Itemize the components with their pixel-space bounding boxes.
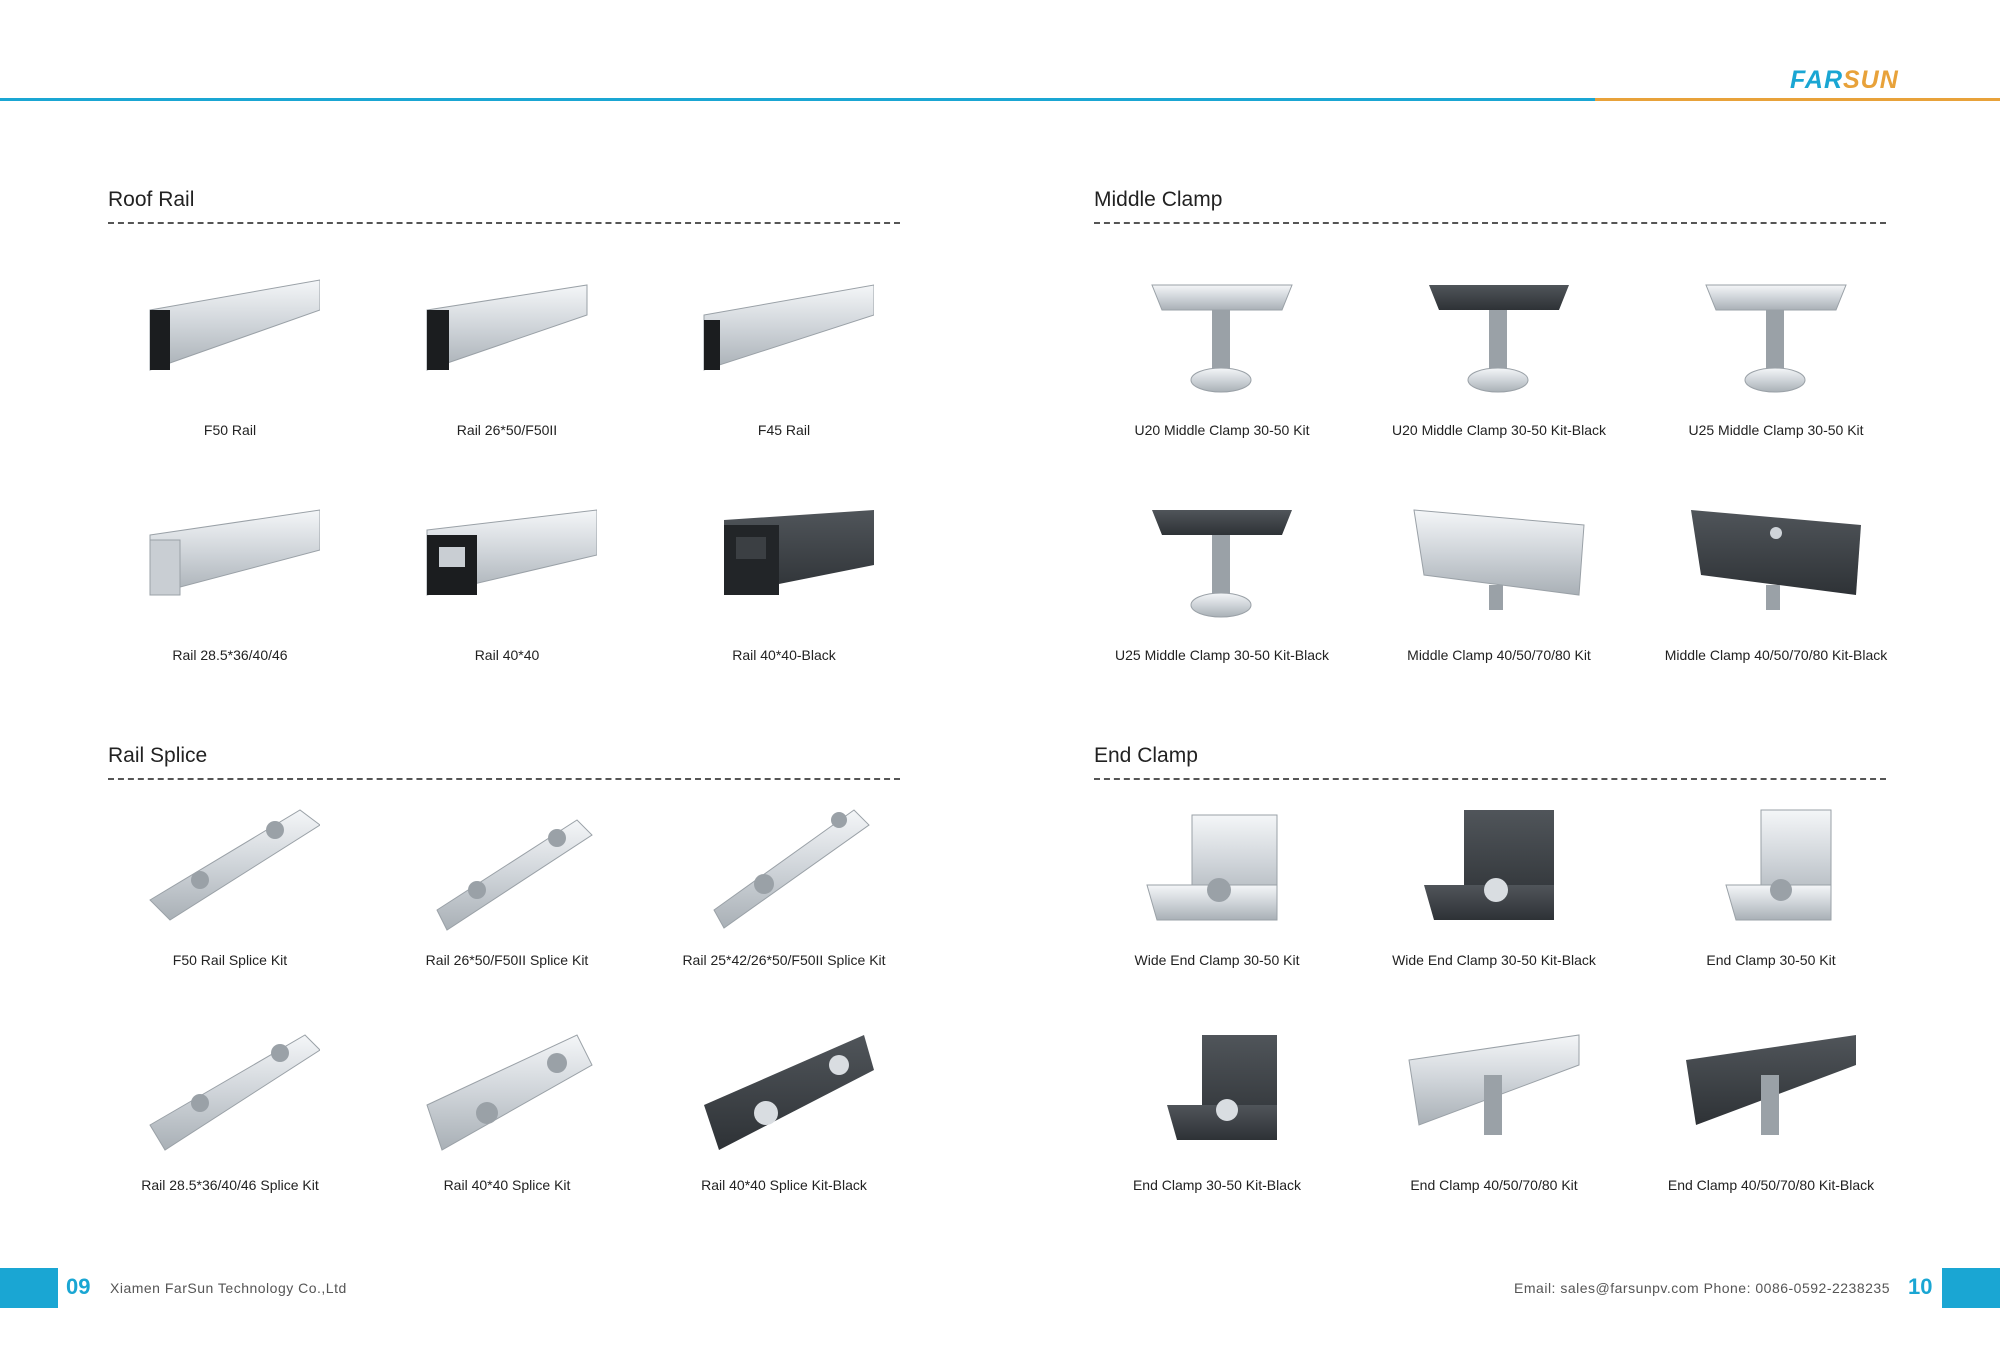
splice-image [704,1035,874,1150]
dashed-divider [108,222,900,224]
dashed-divider [1094,778,1886,780]
clamp-image [1424,810,1554,920]
dashed-divider [108,778,900,780]
dashed-divider [1094,222,1886,224]
product-u20-middle-clamp: U20 Middle Clamp 30-50 Kit [1087,270,1357,470]
product-caption: Rail 25*42/26*50/F50II Splice Kit [682,952,886,968]
product-rail-40x40: Rail 40*40 [372,495,642,695]
product-rail-26-50: Rail 26*50/F50II [372,270,642,470]
clamp-image [1725,809,1832,921]
clamp-image [1429,285,1569,393]
product-end-clamp-40-80-black: End Clamp 40/50/70/80 Kit-Black [1636,1025,1906,1225]
farsun-logo: FARSUN [1790,66,1899,94]
product-caption: Rail 40*40-Black [732,647,836,663]
product-caption: Middle Clamp 40/50/70/80 Kit-Black [1664,647,1888,663]
rail-image [724,510,874,595]
product-u25-middle-clamp-black: U25 Middle Clamp 30-50 Kit-Black [1087,495,1357,695]
product-middle-clamp-40-80-black: Middle Clamp 40/50/70/80 Kit-Black [1641,495,1911,695]
product-caption: F50 Rail Splice Kit [172,952,288,968]
product-caption: Rail 40*40 Splice Kit [443,1177,571,1193]
product-caption: Rail 40*40 Splice Kit-Black [701,1177,867,1193]
clamp-image [1146,814,1278,921]
page-number-left: 09 [66,1274,91,1299]
product-rail-28: Rail 28.5*36/40/46 [95,495,365,695]
product-rail-26-50-splice: Rail 26*50/F50II Splice Kit [372,800,642,1000]
product-caption: Wide End Clamp 30-50 Kit [1134,952,1300,968]
footer-contact: Email: sales@farsunpv.com Phone: 0086-05… [1514,1280,1890,1296]
splice-image [149,1034,320,1151]
product-end-clamp-black: End Clamp 30-50 Kit-Black [1082,1025,1352,1225]
product-middle-clamp-40-80: Middle Clamp 40/50/70/80 Kit [1364,495,1634,695]
product-caption: U20 Middle Clamp 30-50 Kit-Black [1392,422,1606,438]
clamp-image [1686,1035,1856,1135]
product-caption: Rail 40*40 [474,647,540,663]
product-wide-end-clamp: Wide End Clamp 30-50 Kit [1082,800,1352,1000]
rail-image [149,279,320,371]
product-u25-middle-clamp: U25 Middle Clamp 30-50 Kit [1641,270,1911,470]
product-caption: End Clamp 40/50/70/80 Kit-Black [1667,1177,1875,1193]
splice-image [426,1034,593,1151]
product-end-clamp: End Clamp 30-50 Kit [1636,800,1906,1000]
product-wide-end-clamp-black: Wide End Clamp 30-50 Kit-Black [1359,800,1629,1000]
splice-image [436,819,593,931]
rail-image [426,509,597,596]
splice-image [713,809,870,929]
section-title: Rail Splice [108,744,208,767]
clamp-image [1151,284,1293,393]
product-caption: End Clamp 30-50 Kit [1706,952,1836,968]
product-caption: Wide End Clamp 30-50 Kit-Black [1392,952,1596,968]
product-caption: F45 Rail [757,422,811,438]
product-rail-40x40-splice-black: Rail 40*40 Splice Kit-Black [649,1025,919,1225]
product-caption: Rail 28.5*36/40/46 Splice Kit [141,1177,319,1193]
section-title: Middle Clamp [1094,188,1223,211]
section-title: Roof Rail [108,188,195,211]
section-title: End Clamp [1094,744,1198,767]
rail-image [149,509,320,596]
clamp-image [1408,1034,1580,1135]
product-caption: Middle Clamp 40/50/70/80 Kit [1407,647,1591,663]
product-f50-rail-splice: F50 Rail Splice Kit [95,800,365,1000]
product-f45-rail: F45 Rail [649,270,919,470]
header-rule-orange [1595,98,2000,101]
product-f50-rail: F50 Rail [95,270,365,470]
product-caption: Rail 26*50/F50II Splice Kit [425,952,589,968]
product-caption: Rail 28.5*36/40/46 [172,647,288,663]
product-rail-28-splice: Rail 28.5*36/40/46 Splice Kit [95,1025,365,1225]
clamp-image [1167,1035,1277,1140]
product-caption: U25 Middle Clamp 30-50 Kit [1688,422,1864,438]
clamp-image [1152,510,1292,618]
product-rail-40x40-black: Rail 40*40-Black [649,495,919,695]
footer-bar-left [0,1268,58,1308]
product-end-clamp-40-80: End Clamp 40/50/70/80 Kit [1359,1025,1629,1225]
clamp-image [1691,510,1861,610]
page-number-right: 10 [1908,1274,1933,1299]
product-rail-25-42-splice: Rail 25*42/26*50/F50II Splice Kit [649,800,919,1000]
product-caption: Rail 26*50/F50II [456,422,558,438]
rail-image [703,284,874,371]
footer-company: Xiamen FarSun Technology Co.,Ltd [110,1280,347,1296]
product-caption: U20 Middle Clamp 30-50 Kit [1134,422,1310,438]
product-u20-middle-clamp-black: U20 Middle Clamp 30-50 Kit-Black [1364,270,1634,470]
product-rail-40x40-splice: Rail 40*40 Splice Kit [372,1025,642,1225]
clamp-image [1705,284,1847,393]
footer-bar-right [1942,1268,2000,1308]
clamp-image [1413,509,1585,610]
rail-image [426,284,588,371]
product-caption: End Clamp 30-50 Kit-Black [1132,1177,1302,1193]
splice-image [149,809,320,921]
product-caption: U25 Middle Clamp 30-50 Kit-Black [1115,647,1329,663]
product-caption: F50 Rail [203,422,257,438]
product-caption: End Clamp 40/50/70/80 Kit [1410,1177,1578,1193]
header-rule-blue [0,98,1595,101]
